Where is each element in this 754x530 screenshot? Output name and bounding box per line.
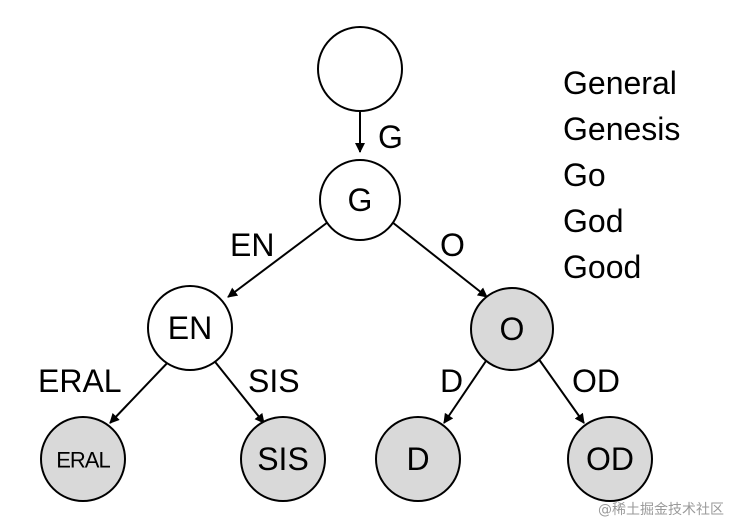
word-item: Genesis <box>563 111 680 147</box>
edge-o-d <box>443 357 489 424</box>
node-o-label: O <box>500 311 525 347</box>
node-o: O <box>470 287 554 371</box>
node-eral-label: ERAL <box>56 448 110 473</box>
node-root <box>317 26 403 112</box>
node-en-label: EN <box>168 310 212 346</box>
node-d-circle <box>375 416 461 502</box>
node-sis-label: SIS <box>257 441 309 477</box>
node-eral-circle <box>40 416 126 502</box>
edge-label-g-en: EN <box>230 227 274 263</box>
node-en: EN <box>147 285 233 371</box>
node-d: D <box>375 416 461 502</box>
node-g-label: G <box>348 182 373 218</box>
edge-o-od <box>537 357 585 424</box>
node-g-circle <box>319 159 401 241</box>
node-g: G <box>319 159 401 241</box>
word-item: God <box>563 203 623 239</box>
node-od: OD <box>567 416 653 502</box>
edge-en-sis <box>211 357 265 424</box>
word-item: General <box>563 65 677 101</box>
node-od-circle <box>567 416 653 502</box>
word-item: Go <box>563 157 606 193</box>
edge-label-o-od: OD <box>572 363 620 399</box>
node-eral: ERAL <box>40 416 126 502</box>
node-d-label: D <box>406 441 429 477</box>
edge-label-g-o: O <box>440 227 465 263</box>
node-root-circle <box>317 26 403 112</box>
edge-label-root-g: G <box>378 119 403 155</box>
word-list: General Genesis Go God Good <box>563 65 680 285</box>
edge-g-o <box>391 221 488 298</box>
node-o-circle <box>470 287 554 371</box>
edge-label-o-d: D <box>440 363 463 399</box>
node-sis-circle <box>240 416 326 502</box>
edge-label-en-eral: ERAL <box>38 363 122 399</box>
word-item: Good <box>563 249 641 285</box>
watermark-text: @稀土掘金技术社区 <box>598 502 724 518</box>
edge-en-eral <box>109 357 173 424</box>
node-od-label: OD <box>586 441 634 477</box>
edge-label-en-sis: SIS <box>248 363 300 399</box>
edge-g-en <box>227 221 329 298</box>
node-sis: SIS <box>240 416 326 502</box>
node-en-circle <box>147 285 233 371</box>
